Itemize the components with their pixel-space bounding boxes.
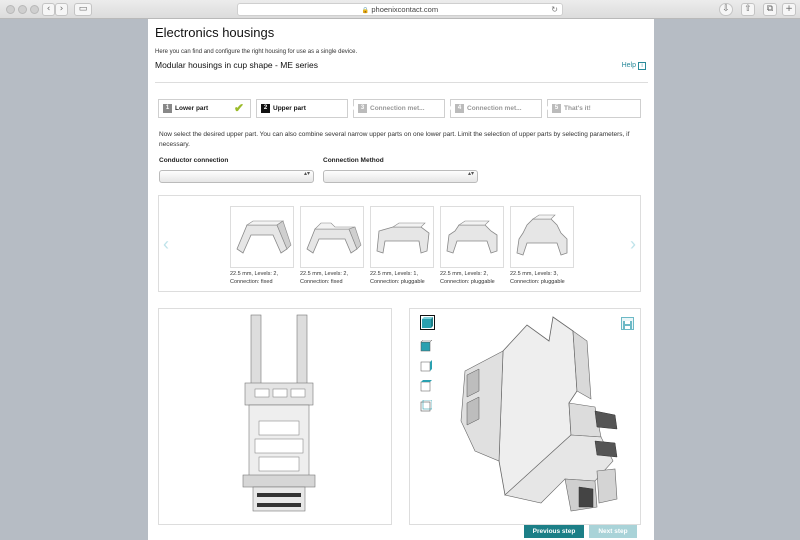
conductor-connection-label: Conductor connection [159, 157, 229, 164]
view-wireframe-icon[interactable] [420, 399, 435, 414]
help-link[interactable]: Help [621, 62, 636, 69]
housing-image [306, 222, 362, 254]
checkmark-icon: ✔ [233, 101, 244, 115]
gallery-next-icon[interactable]: › [630, 234, 636, 254]
zoom-window-button[interactable] [30, 5, 39, 14]
close-window-button[interactable] [6, 5, 15, 14]
browser-toolbar: ‹ › ▭ 🔒phoenixcontact.com ↻ ⇩ ⇧ ⧉ + [0, 0, 800, 19]
minimize-window-button[interactable] [18, 5, 27, 14]
dropdown-caret-icon: ▴▾ [467, 171, 474, 177]
reload-icon[interactable]: ↻ [551, 5, 558, 14]
new-tab-icon[interactable]: + [782, 3, 796, 16]
housing-image [516, 214, 568, 256]
thumbnail-caption: 22.5 mm, Levels: 2,Connection: fixed [300, 271, 348, 285]
step-arrow [348, 100, 355, 116]
step-number: 3 [358, 103, 367, 113]
step-number: 4 [455, 103, 464, 113]
instructions-text: Now select the desired upper part. You c… [159, 131, 630, 148]
housing-thumbnail[interactable] [440, 206, 504, 268]
forward-button[interactable]: › [55, 3, 68, 16]
view-side-icon[interactable] [420, 359, 435, 374]
save-view-icon[interactable] [621, 317, 634, 330]
housing-thumbnail[interactable] [230, 206, 294, 268]
step-label: Connection met... [370, 105, 425, 112]
step-number: 5 [552, 103, 561, 113]
step-number: 2 [261, 103, 270, 113]
step-label: Upper part [273, 105, 306, 112]
housing-image [376, 222, 430, 254]
step-number: 1 [163, 103, 172, 113]
lock-icon: 🔒 [361, 8, 370, 14]
view-front-icon[interactable] [420, 339, 435, 354]
page-title: Electronics housings [155, 25, 275, 40]
view-top-icon[interactable] [420, 379, 435, 394]
step-arrow [445, 100, 452, 116]
thumbnail-caption: 22.5 mm, Levels: 1,Connection: pluggable [370, 271, 425, 285]
connection-method-label: Connection Method [323, 157, 384, 164]
housing-image [446, 220, 498, 254]
back-button[interactable]: ‹ [42, 3, 55, 16]
3d-view-panel [409, 308, 641, 525]
connection-method-select[interactable]: ▴▾ [323, 170, 478, 183]
step-label: Connection met... [467, 105, 522, 112]
housing-thumbnail[interactable] [300, 206, 364, 268]
url-text: phoenixcontact.com [371, 5, 439, 14]
help-icon[interactable]: i [638, 62, 646, 70]
step-label: That's it! [564, 105, 591, 112]
thumbnail-caption: 22.5 mm, Levels: 2,Connection: pluggable [440, 271, 495, 285]
step-arrow [542, 100, 549, 116]
share-icon[interactable]: ⇧ [741, 3, 755, 16]
downloads-icon[interactable]: ⇩ [719, 3, 733, 16]
sidebar-toggle-icon[interactable]: ▭ [74, 3, 92, 16]
step-label: Lower part [175, 105, 209, 112]
previous-step-button[interactable]: Previous step [524, 525, 584, 538]
housing-3d-model [460, 316, 618, 512]
gallery-prev-icon[interactable]: ‹ [163, 234, 169, 254]
housing-thumbnail[interactable] [510, 206, 574, 268]
intro-text: Here you can find and configure the righ… [155, 49, 358, 55]
divider [155, 82, 648, 83]
housing-front-view [242, 314, 316, 512]
tabs-overview-icon[interactable]: ⧉ [763, 3, 777, 16]
next-step-button[interactable]: Next step [589, 525, 637, 538]
front-view-panel [158, 308, 392, 525]
housing-image [236, 220, 292, 254]
thumbnail-caption: 22.5 mm, Levels: 2,Connection: fixed [230, 271, 278, 285]
housing-thumbnail[interactable] [370, 206, 434, 268]
conductor-connection-select[interactable]: ▴▾ [159, 170, 314, 183]
configurator-page: Electronics housings Here you can find a… [148, 19, 654, 540]
address-bar[interactable]: 🔒phoenixcontact.com ↻ [237, 3, 563, 16]
upper-part-gallery: ‹ › [158, 195, 641, 292]
view-solid-icon[interactable] [420, 315, 435, 330]
thumbnail-caption: 22.5 mm, Levels: 3,Connection: pluggable [510, 271, 565, 285]
dropdown-caret-icon: ▴▾ [303, 171, 310, 177]
page-subtitle: Modular housings in cup shape - ME serie… [155, 60, 318, 70]
